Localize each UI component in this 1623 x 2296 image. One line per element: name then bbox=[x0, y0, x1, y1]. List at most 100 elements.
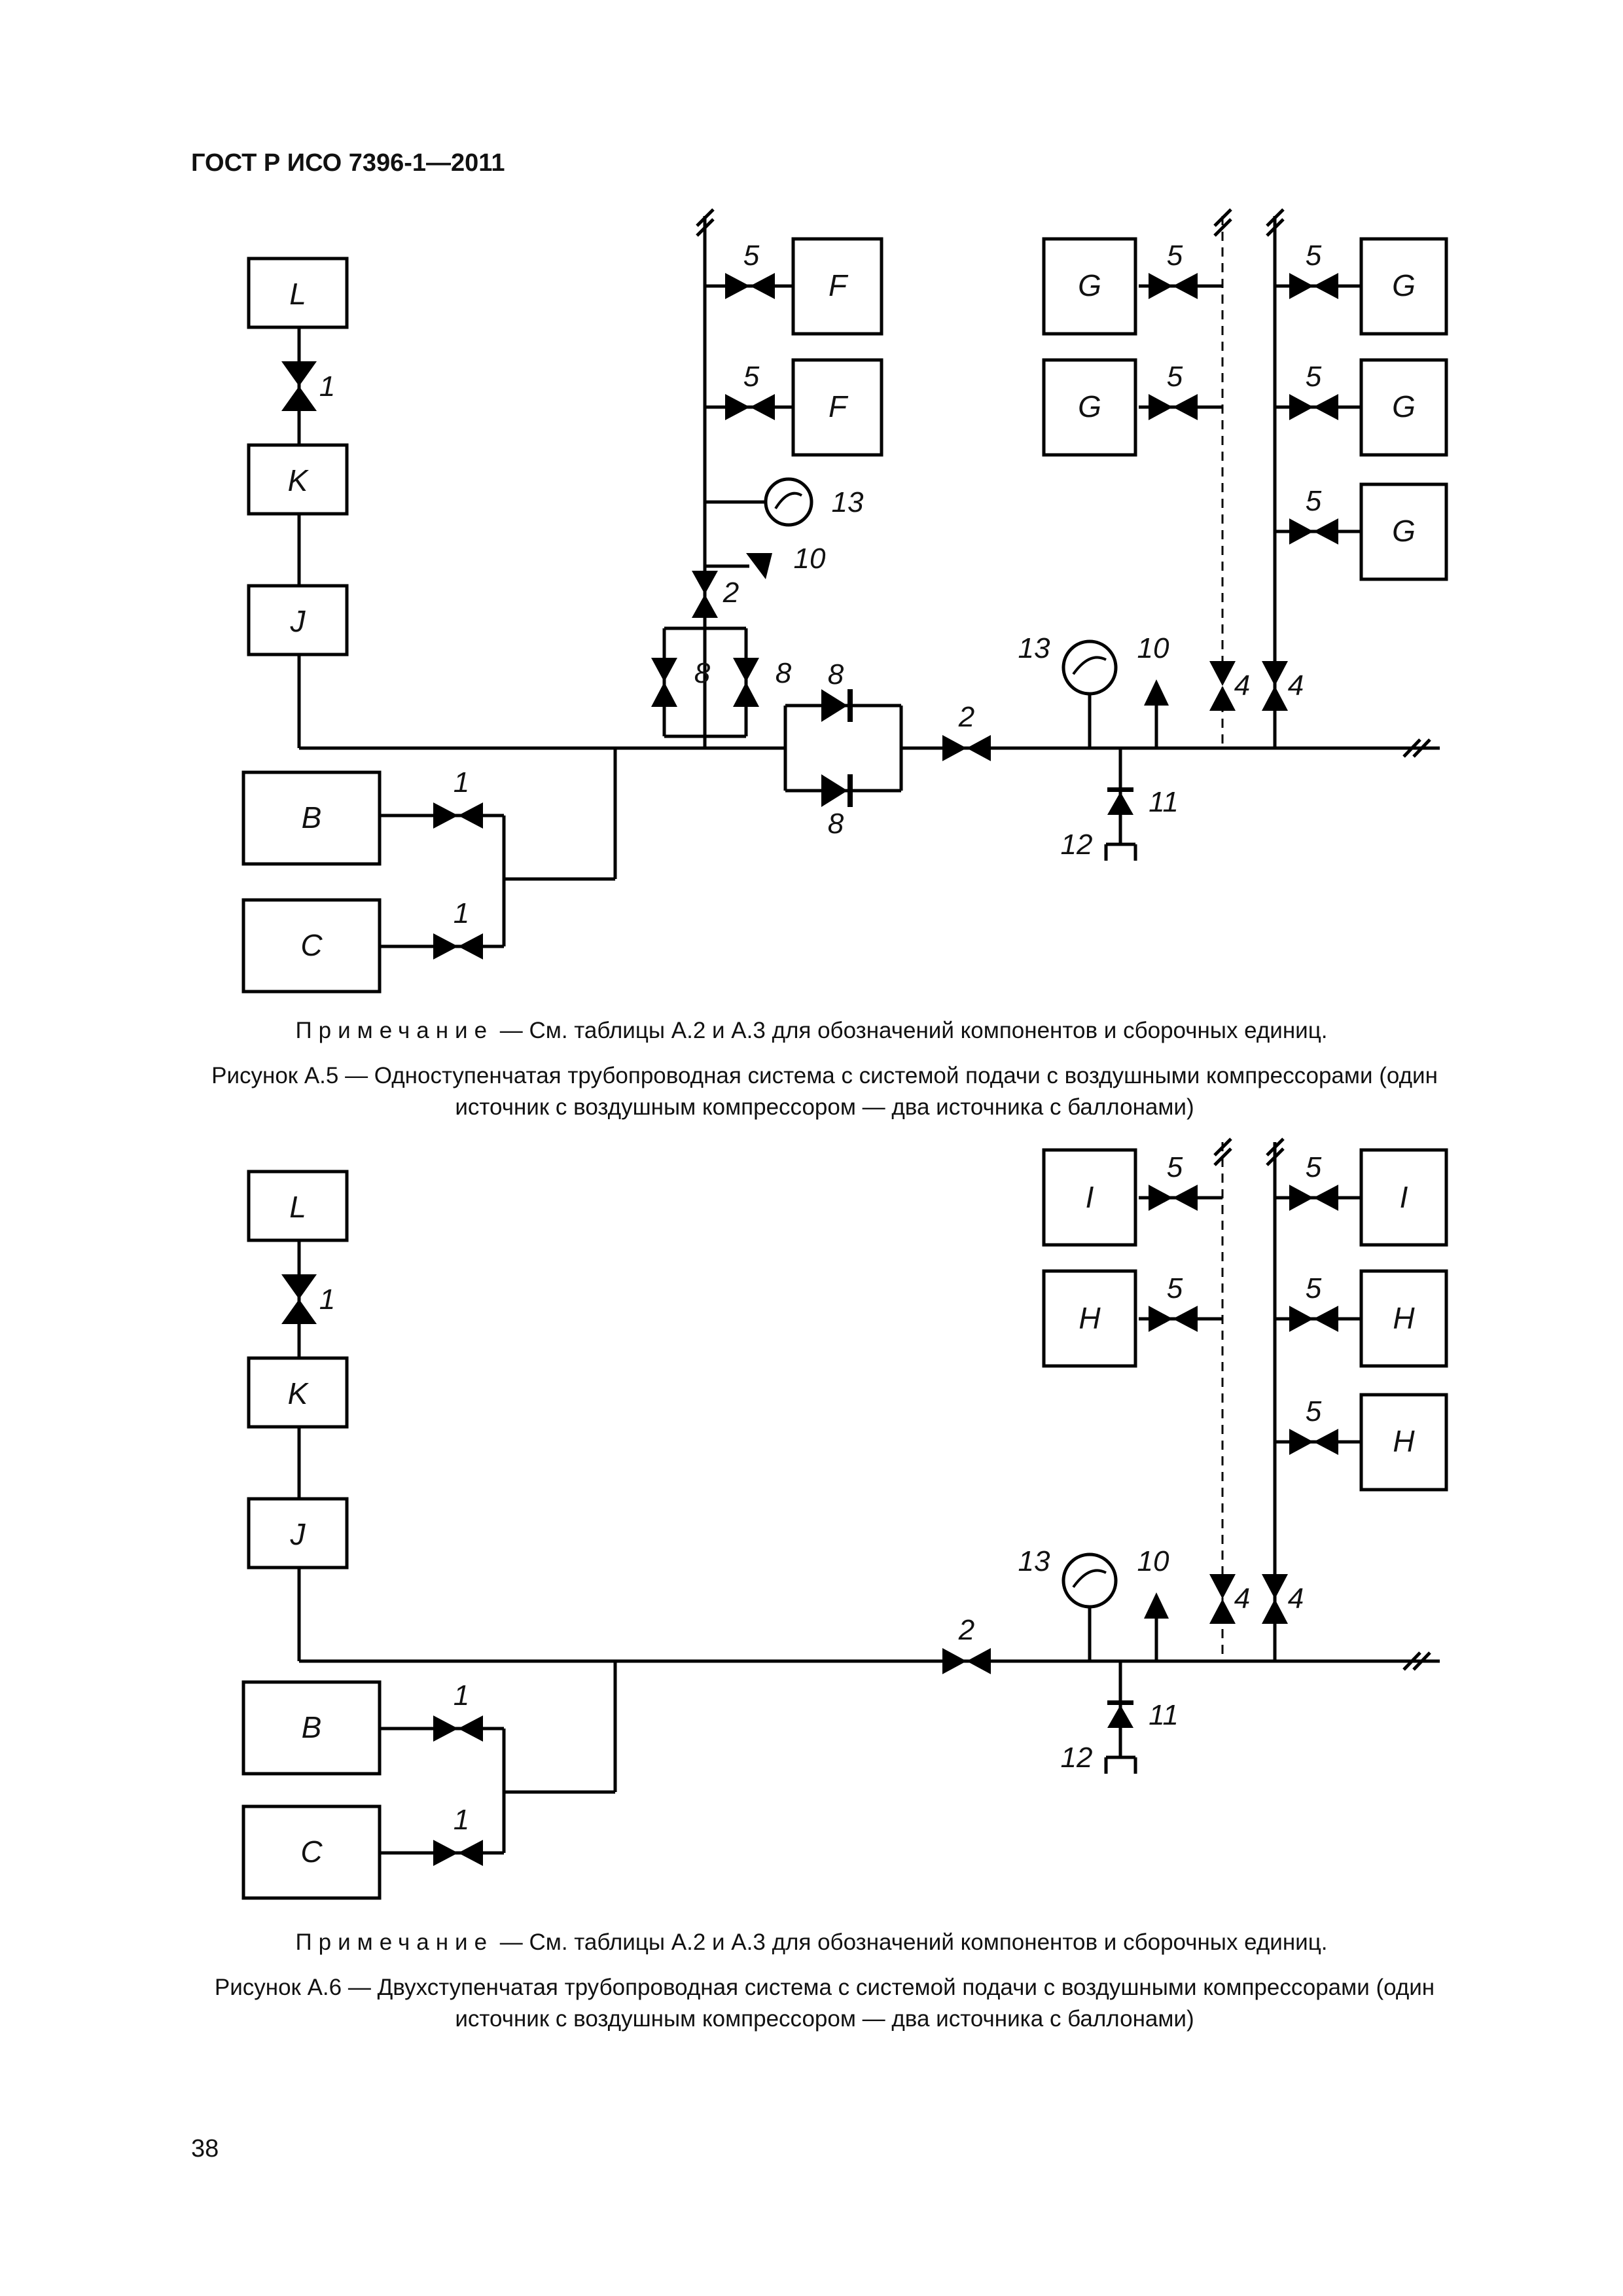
box-label: F bbox=[829, 268, 849, 302]
note-prefix: Примечание bbox=[295, 1018, 494, 1043]
callout-number: 11 bbox=[1149, 786, 1179, 818]
box-g bbox=[1042, 237, 1137, 336]
box-g bbox=[1042, 358, 1137, 457]
callout-number: 5 bbox=[1167, 1151, 1183, 1183]
box-l bbox=[247, 257, 349, 329]
callout-number: 10 bbox=[1137, 632, 1169, 664]
callout-number: 10 bbox=[794, 543, 826, 575]
valve-5-icon bbox=[1149, 1306, 1198, 1332]
valve-11-seat bbox=[1107, 787, 1133, 792]
box-h bbox=[1042, 1269, 1137, 1368]
check-valve-8-seat bbox=[847, 689, 853, 722]
callout-number: 11 bbox=[1149, 1699, 1179, 1731]
box-g bbox=[1359, 237, 1448, 336]
caption-line: источник с воздушным компрессором — два … bbox=[455, 2006, 1194, 2032]
box-h bbox=[1359, 1393, 1448, 1492]
callout-number: 5 bbox=[1167, 361, 1183, 393]
valve-5-icon bbox=[725, 394, 775, 420]
box-c bbox=[241, 1804, 382, 1900]
figure-a6-caption: Рисунок А.6 — Двухступенчатая трубопрово… bbox=[177, 1972, 1472, 2035]
box-label: K bbox=[288, 463, 310, 497]
callout-number: 5 bbox=[1306, 1272, 1322, 1304]
valve-8-icon bbox=[733, 658, 759, 707]
box-c bbox=[241, 898, 382, 994]
callout-number: 2 bbox=[722, 577, 739, 609]
figure-a5-note: Примечание — См. таблицы А.2 и А.3 для о… bbox=[0, 1018, 1623, 1044]
callout-number: 8 bbox=[828, 808, 844, 840]
callout-number: 4 bbox=[1288, 670, 1304, 702]
callout-number: 1 bbox=[454, 766, 469, 798]
box-k bbox=[247, 1356, 349, 1429]
callout-number: 4 bbox=[1288, 1583, 1304, 1615]
box-label: B bbox=[302, 1710, 322, 1744]
valve-4-icon bbox=[1209, 1574, 1236, 1624]
box-label: I bbox=[1400, 1180, 1408, 1214]
box-label: F bbox=[829, 389, 849, 423]
caption-line: Рисунок А.6 — Двухступенчатая трубопрово… bbox=[214, 1975, 1435, 2000]
callout-number: 13 bbox=[1018, 1545, 1050, 1577]
note-prefix: Примечание bbox=[295, 1929, 494, 1955]
figure-a5-diagram: L K J B C F F G G G G G 1 1 1 5 5 13 10 … bbox=[241, 208, 1448, 994]
valve-4-icon bbox=[1209, 661, 1236, 711]
box-k bbox=[247, 443, 349, 516]
callout-number: 10 bbox=[1137, 1545, 1169, 1577]
valve-11-icon bbox=[1107, 792, 1133, 815]
box-f bbox=[791, 358, 883, 457]
caption-line: Рисунок А.5 — Одноступенчатая трубопрово… bbox=[211, 1063, 1438, 1088]
valve-1-icon bbox=[281, 361, 317, 411]
box-label: G bbox=[1392, 389, 1416, 423]
relief-valve-10-icon bbox=[1144, 679, 1169, 706]
box-label: K bbox=[288, 1376, 310, 1410]
callout-number: 1 bbox=[454, 1804, 469, 1836]
pressure-gauge-13-icon bbox=[764, 477, 813, 527]
callout-number: 1 bbox=[454, 897, 469, 929]
pressure-gauge-13-icon bbox=[1061, 639, 1118, 696]
callout-number: 2 bbox=[958, 701, 974, 733]
valve-5-icon bbox=[1289, 518, 1338, 545]
box-label: J bbox=[290, 1517, 306, 1551]
valve-1-icon bbox=[281, 1274, 317, 1324]
check-valve-8-seat bbox=[847, 774, 853, 807]
callout-number: 5 bbox=[1306, 361, 1322, 393]
valve-5-icon bbox=[725, 273, 775, 299]
check-valve-8-icon bbox=[821, 774, 847, 807]
valve-5-icon bbox=[1289, 1185, 1338, 1211]
valve-1-icon bbox=[433, 1715, 483, 1742]
box-label: C bbox=[300, 1835, 323, 1869]
valve-2-icon bbox=[942, 1648, 991, 1674]
callout-number: 4 bbox=[1234, 1583, 1250, 1615]
box-i bbox=[1042, 1148, 1137, 1247]
callout-number: 1 bbox=[454, 1679, 469, 1712]
valve-5-icon bbox=[1289, 394, 1338, 420]
callout-number: 5 bbox=[1167, 1272, 1183, 1304]
valve-1-icon bbox=[433, 1840, 483, 1866]
valve-5-icon bbox=[1289, 1429, 1338, 1455]
note-text: — См. таблицы А.2 и А.3 для обозначений … bbox=[493, 1929, 1328, 1955]
callout-number: 5 bbox=[1306, 485, 1322, 517]
valve-5-icon bbox=[1289, 1306, 1338, 1332]
valve-8-icon bbox=[651, 658, 677, 707]
callout-number: 12 bbox=[1061, 1742, 1093, 1774]
figure-a6-diagram: L K J B C I H I H H 1 1 1 2 13 10 4 4 11… bbox=[241, 1138, 1448, 1900]
box-label: H bbox=[1079, 1301, 1101, 1335]
box-g bbox=[1359, 358, 1448, 457]
box-f bbox=[791, 237, 883, 336]
box-b bbox=[241, 1680, 382, 1776]
box-label: L bbox=[289, 277, 306, 311]
valve-1-icon bbox=[433, 802, 483, 829]
relief-valve-10-icon bbox=[1144, 1592, 1169, 1619]
valve-2-icon bbox=[692, 571, 718, 618]
figure-a5-caption: Рисунок А.5 — Одноступенчатая трубопрово… bbox=[177, 1060, 1472, 1123]
valve-4-icon bbox=[1262, 661, 1288, 711]
box-label: G bbox=[1392, 268, 1416, 302]
valve-4-icon bbox=[1262, 1574, 1288, 1624]
callout-number: 1 bbox=[319, 370, 335, 403]
note-text: — См. таблицы А.2 и А.3 для обозначений … bbox=[493, 1018, 1328, 1043]
box-b bbox=[241, 770, 382, 866]
box-j bbox=[247, 584, 349, 656]
valve-5-icon bbox=[1149, 1185, 1198, 1211]
callout-number: 4 bbox=[1234, 670, 1250, 702]
box-label: L bbox=[289, 1190, 306, 1224]
box-label: C bbox=[300, 928, 323, 962]
callout-number: 5 bbox=[1306, 1395, 1322, 1427]
